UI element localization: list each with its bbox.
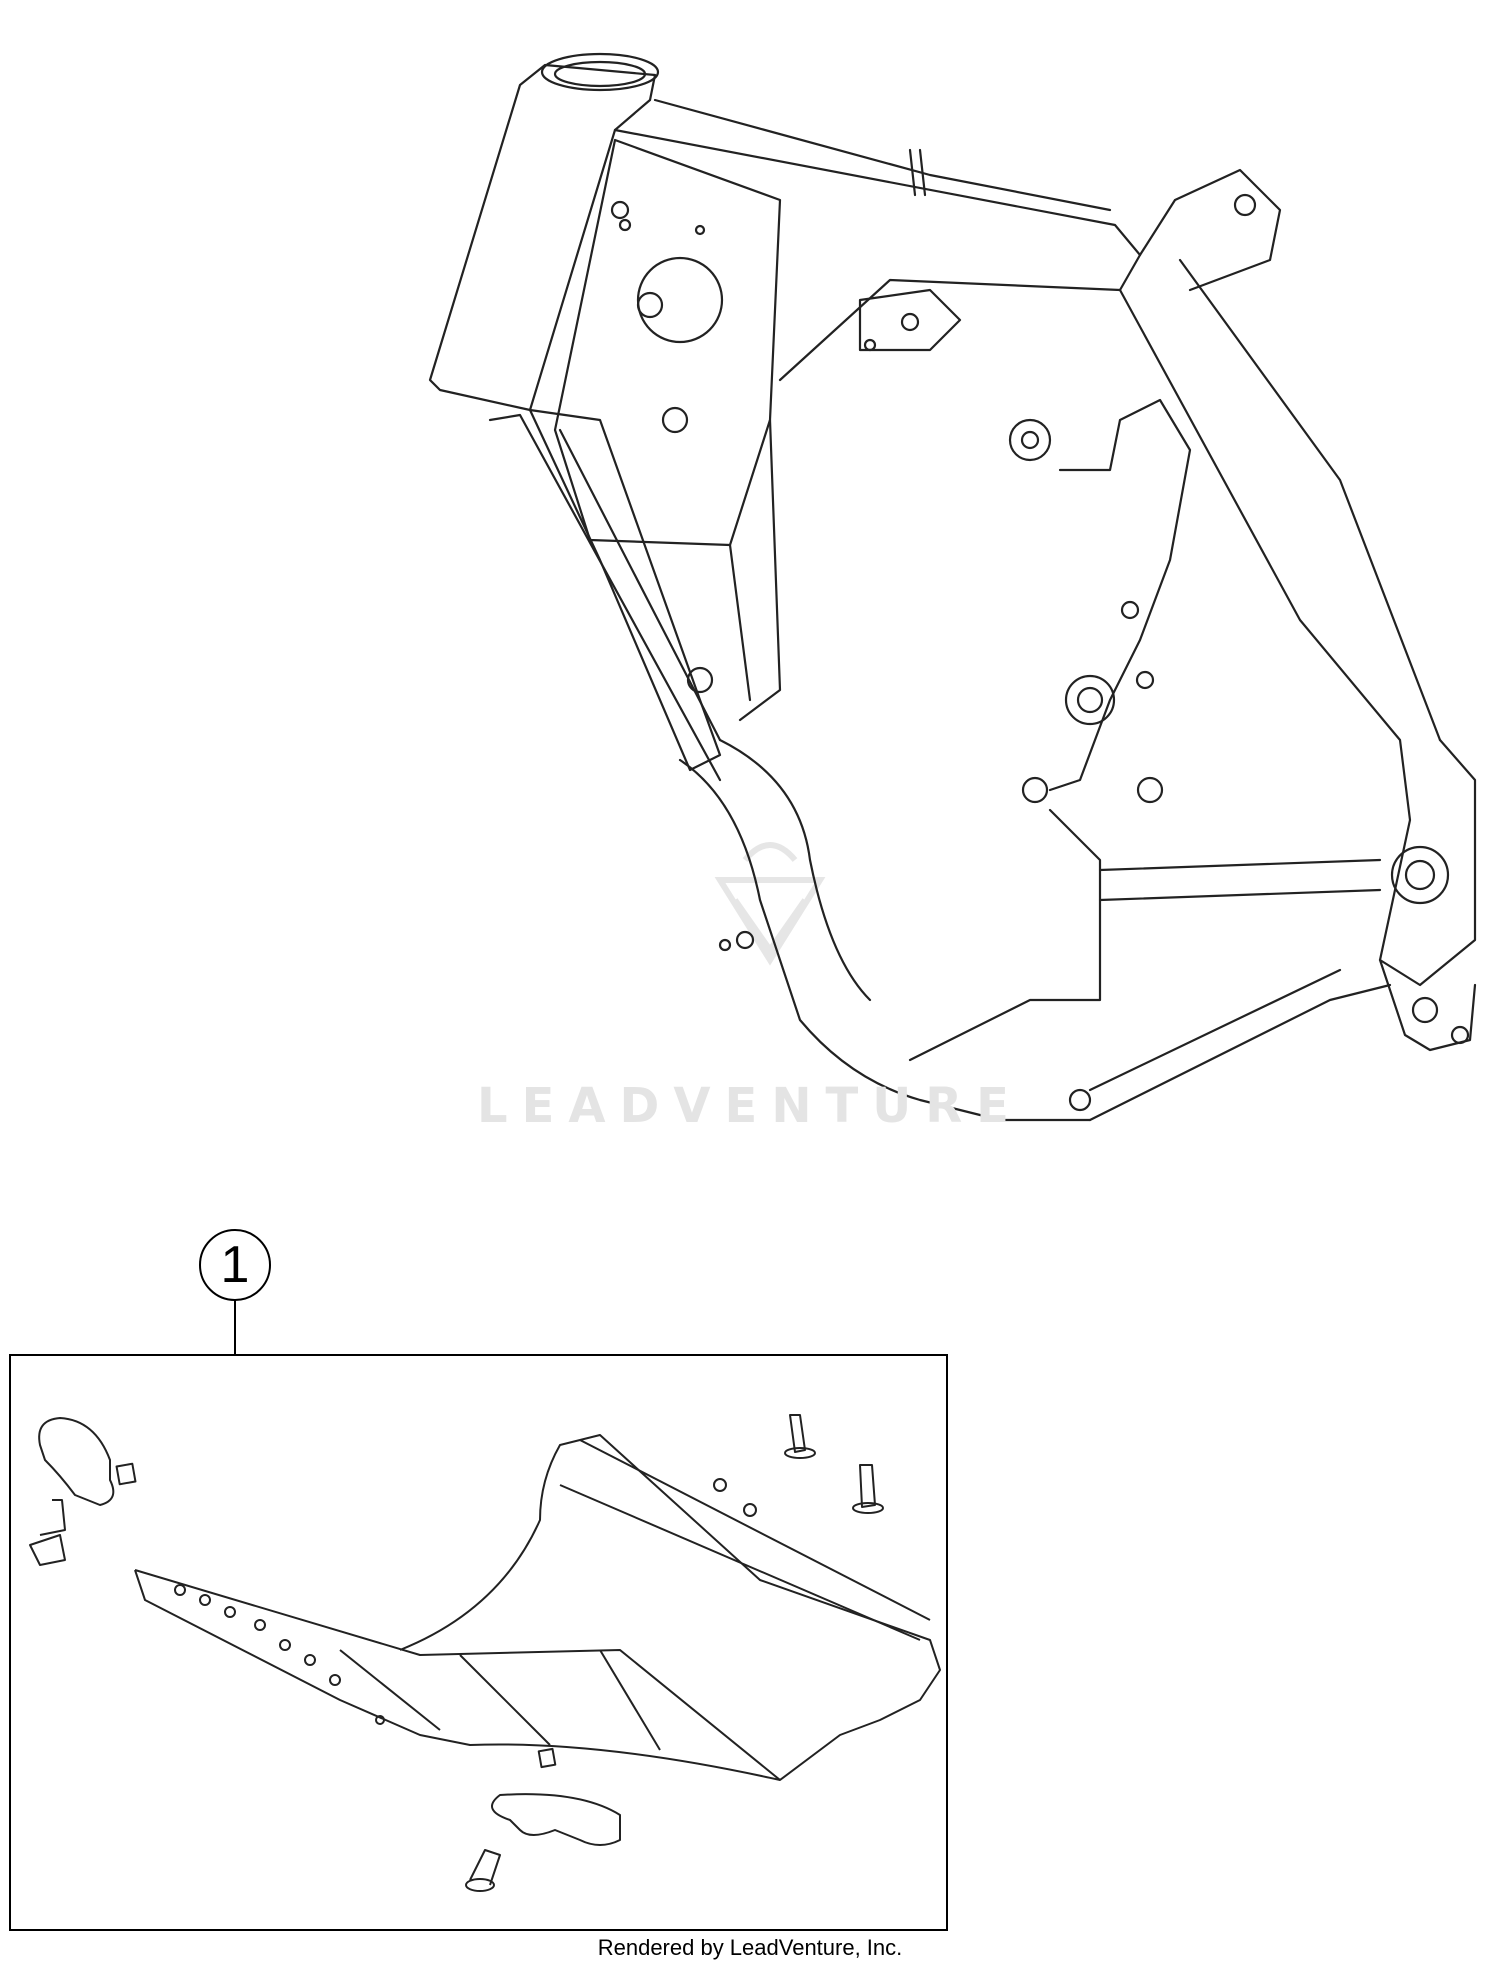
kit-box (9, 1354, 948, 1931)
watermark-logo (714, 842, 826, 966)
skid-plate-illustration (134, 1434, 941, 1781)
watermark-text: LEADVENTURE (477, 1078, 1023, 1134)
hardware-illustration (29, 1414, 884, 1892)
callout-leader (199, 1229, 271, 1355)
render-credit: Rendered by LeadVenture, Inc. (597, 1935, 903, 1960)
callout-number-1[interactable]: 1 (220, 1236, 250, 1294)
frame-illustration (428, 52, 1477, 1122)
